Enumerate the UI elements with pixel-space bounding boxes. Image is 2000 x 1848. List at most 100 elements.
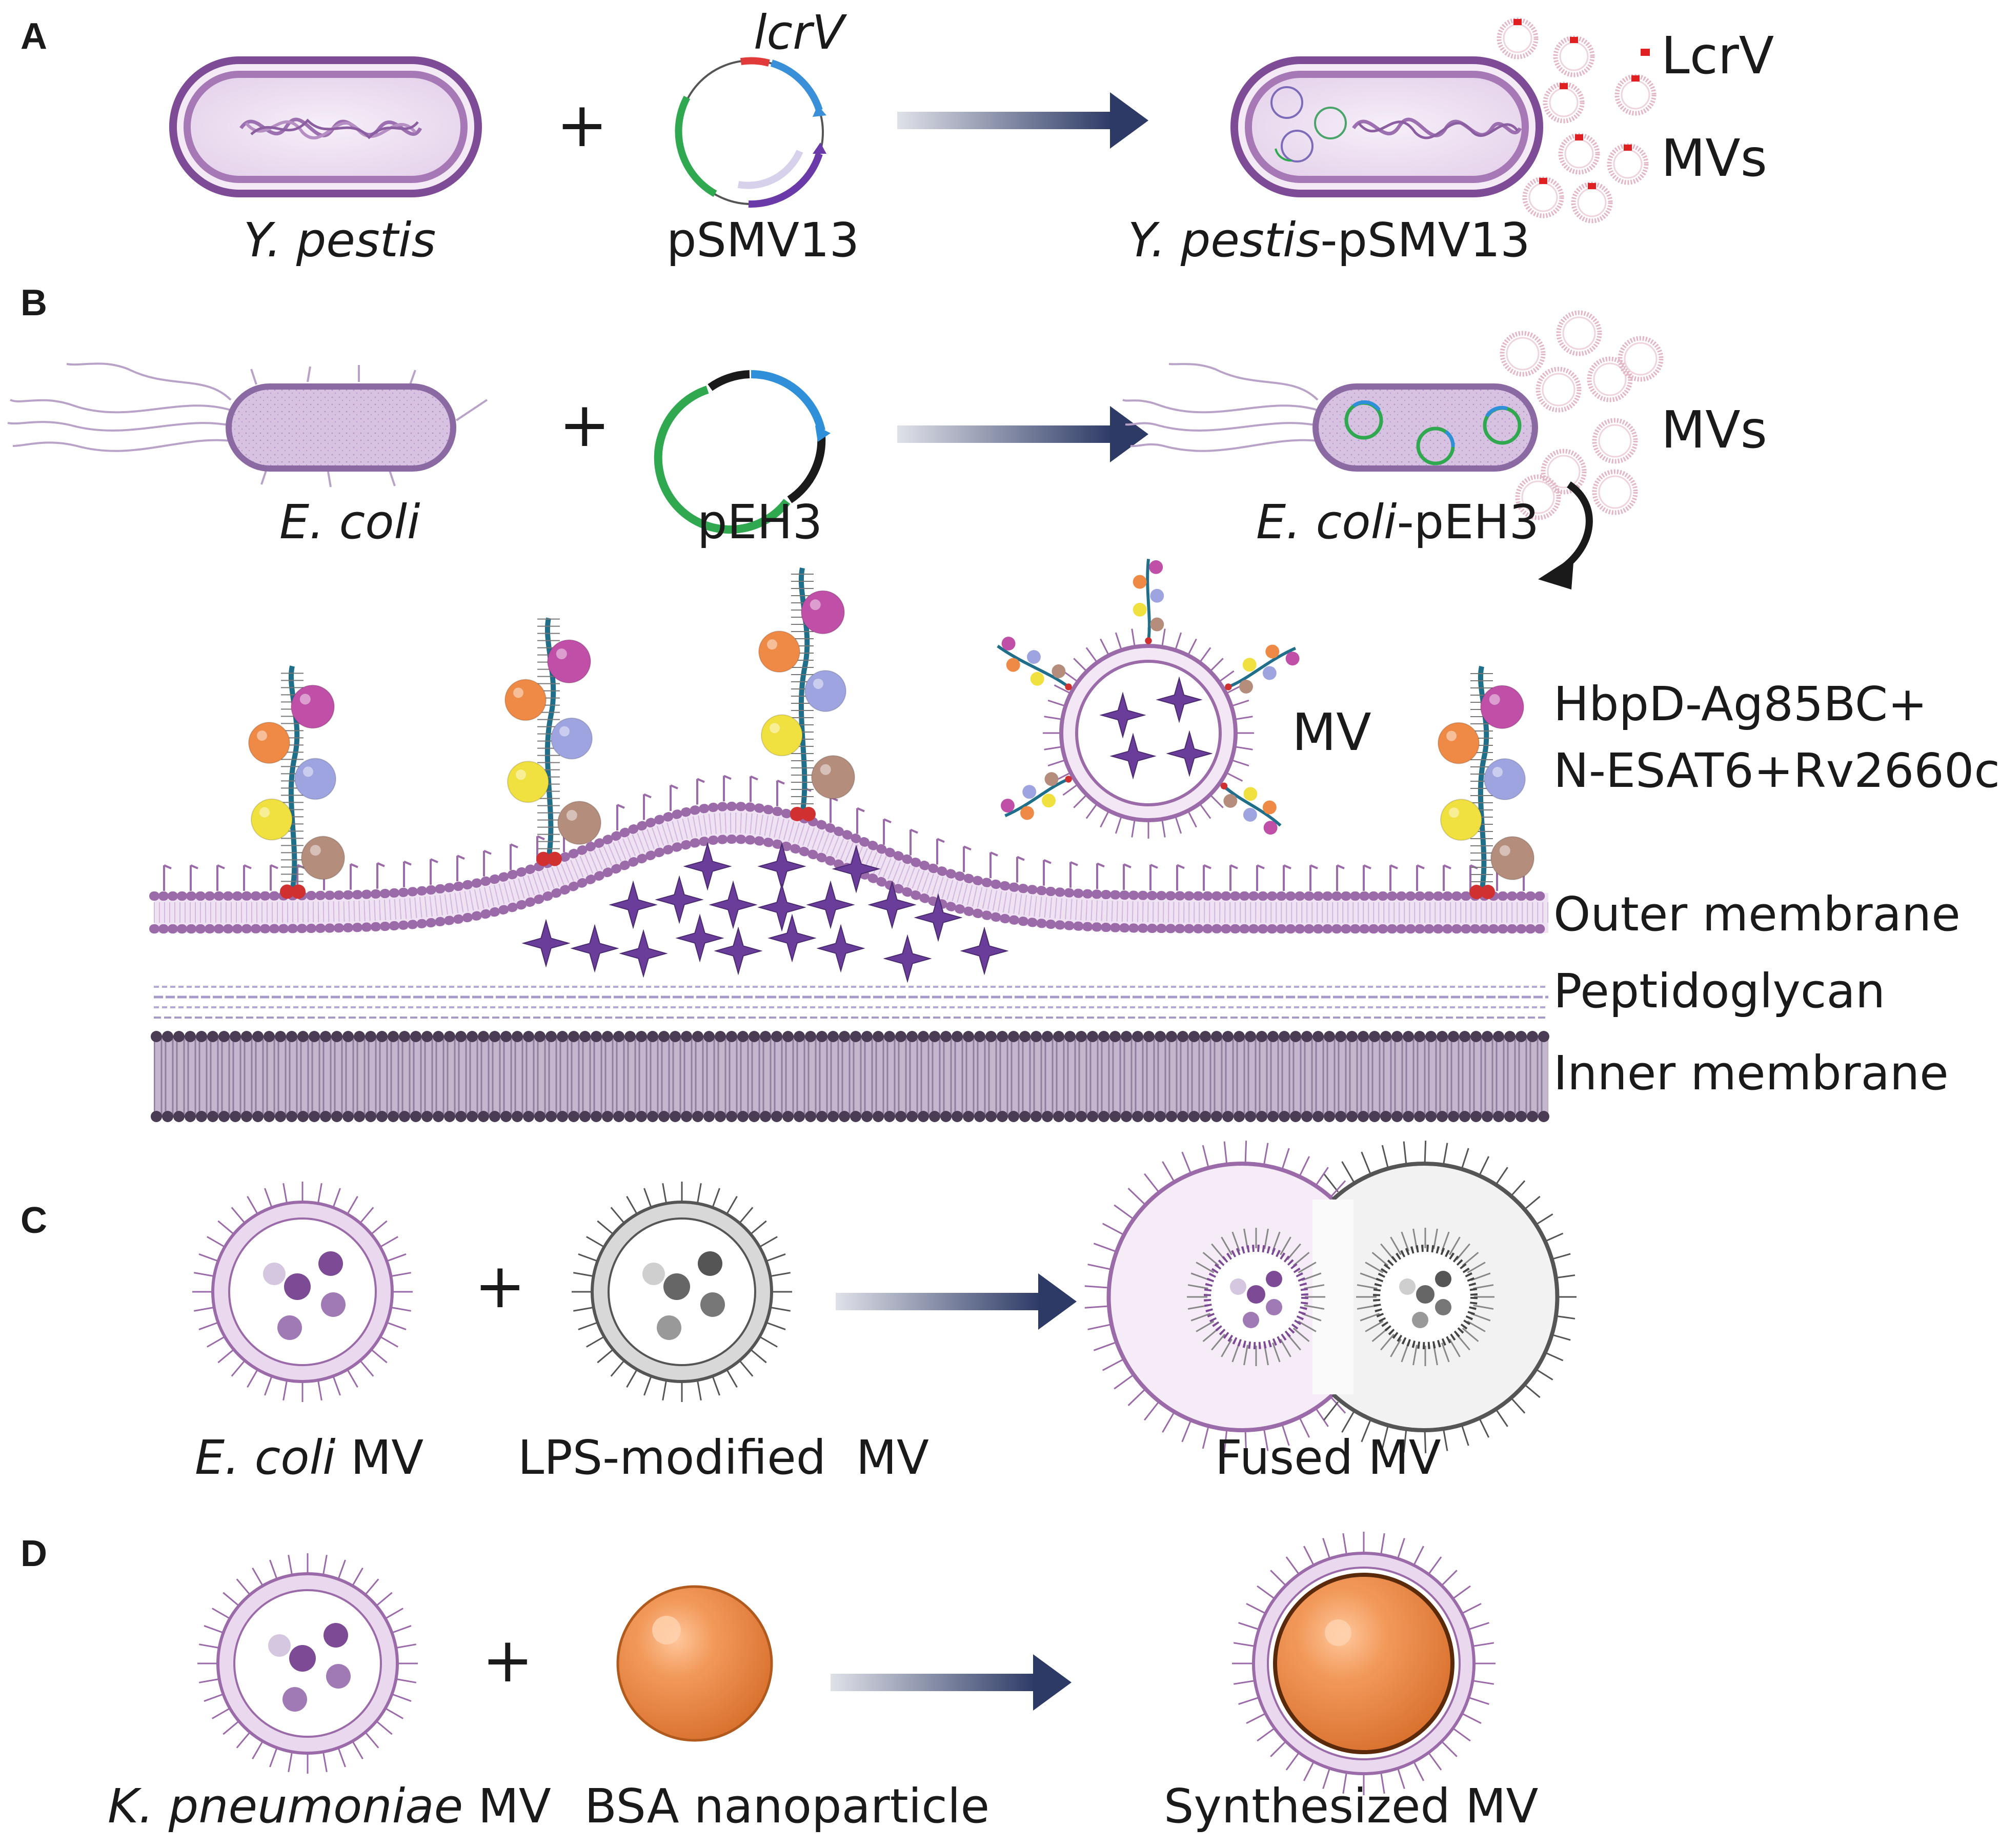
lps-chain (430, 858, 438, 885)
lipid-head (297, 1111, 309, 1122)
peh3-label: pEH3 (697, 495, 823, 550)
fusion-protein-label-1: HbpD-Ag85BC+ (1553, 677, 1928, 732)
lipid-head (1493, 1031, 1504, 1042)
lipid-head (309, 1031, 320, 1042)
lipid-head (151, 1031, 162, 1042)
lipid-head (670, 1031, 681, 1042)
lipid-head (275, 1031, 286, 1042)
lipid-head (1076, 1031, 1087, 1042)
lipid-head (173, 1031, 185, 1042)
lipid-head (421, 1111, 433, 1122)
lipid-head (478, 1111, 489, 1122)
lipid-head (681, 1031, 692, 1042)
lipid-head (320, 1111, 331, 1122)
vesicle-cluster-a (1497, 17, 1656, 224)
star-cargo (1166, 730, 1213, 777)
lipid-head (1031, 1031, 1042, 1042)
lipid-head (692, 1111, 703, 1122)
small-vesicle (1500, 331, 1546, 377)
psmv13-plasmid (675, 57, 826, 208)
star-cargo (816, 924, 865, 973)
lps-chain (750, 775, 758, 802)
lipid-head (388, 1111, 399, 1122)
lipid-head (478, 1031, 489, 1042)
psmv13-label: pSMV13 (666, 213, 860, 268)
lps-chain (936, 838, 945, 865)
lipid-head (264, 1031, 275, 1042)
lipid-head (918, 1031, 929, 1042)
small-vesicle (1618, 336, 1664, 382)
vesicle-lps (1085, 647, 1098, 663)
lipid-head (1053, 1111, 1064, 1122)
vesicle-lps (1100, 638, 1110, 656)
lipid-head (1087, 1111, 1098, 1122)
vesicle-lps (1131, 628, 1136, 647)
lipid-head (749, 1111, 760, 1122)
lipid-head (1403, 1031, 1414, 1042)
lps-chain (1229, 864, 1238, 891)
vesicle-lps (1231, 699, 1249, 707)
lipid-head (1143, 1031, 1155, 1042)
vesicle-lps (1187, 638, 1197, 656)
lipid-head (1459, 1031, 1470, 1042)
e-coli-label: E. coli (279, 495, 420, 550)
lipid-head (805, 1031, 816, 1042)
vesicle-fusion-protein (1001, 772, 1072, 820)
vesicle-lps (1044, 716, 1063, 720)
lipid-head (1335, 1031, 1346, 1042)
lipid-head (827, 1031, 839, 1042)
lipid-head (241, 1031, 252, 1042)
lps-chain (1123, 863, 1132, 890)
lipid-head (1312, 1031, 1324, 1042)
lipid-head (771, 1111, 782, 1122)
lipid-head (918, 1111, 929, 1122)
lipid-head (1121, 1031, 1132, 1042)
lps-modified-mv (572, 1182, 792, 1402)
lps-chain (1416, 864, 1425, 891)
lipid-head (1234, 1111, 1245, 1122)
star-cargo (914, 893, 963, 942)
lipid-head (523, 1031, 534, 1042)
k-pneumoniae-suffix: MV (463, 1779, 551, 1834)
lcrv-legend-label: LcrV (1661, 26, 1774, 86)
y-pestis-psmv13-suffix: -pSMV13 (1320, 213, 1530, 268)
lipid-head (1042, 1031, 1053, 1042)
vesicle-cluster-b (1500, 310, 1664, 520)
arrow-c (836, 1273, 1077, 1330)
lipid-head (1076, 1111, 1087, 1122)
inner-membrane-label: Inner membrane (1553, 1046, 1949, 1101)
lps-chain (1069, 861, 1078, 888)
membrane-vesicle (997, 559, 1300, 839)
mvs-b-label: MVs (1661, 400, 1767, 460)
lipid-head (1358, 1031, 1369, 1042)
lps-chain (510, 843, 518, 870)
star-cargo (883, 934, 932, 983)
vesicle-lps (1161, 628, 1166, 647)
lps-chain (190, 864, 198, 891)
lipid-head (365, 1031, 376, 1042)
lps-chain (1336, 864, 1345, 891)
k-pneumoniae-mv (197, 1553, 418, 1774)
lipid-head (1008, 1111, 1019, 1122)
lipid-head (467, 1111, 478, 1122)
lps-chain (616, 804, 625, 830)
lipid-head (1403, 1111, 1414, 1122)
lipid-head (749, 1031, 760, 1042)
lipid-head (715, 1031, 726, 1042)
e-coli-mv-italic: E. coli (195, 1430, 336, 1485)
lipid-head (1324, 1111, 1335, 1122)
e-coli-mv-suffix: MV (335, 1430, 424, 1485)
lipid-head (1346, 1111, 1358, 1122)
fusion-protein (758, 567, 855, 821)
synthesized-mv-label: Synthesized MV (1164, 1779, 1538, 1834)
lipid-head (929, 1031, 940, 1042)
lipid-head (252, 1111, 264, 1122)
bsa-nanoparticle (616, 1585, 773, 1742)
lps-chain (670, 784, 678, 811)
lipid-head (703, 1031, 715, 1042)
lipid-head (286, 1111, 297, 1122)
lipid-head (952, 1031, 963, 1042)
mv-label: MV (1292, 702, 1371, 762)
lipid-head (1516, 1031, 1527, 1042)
